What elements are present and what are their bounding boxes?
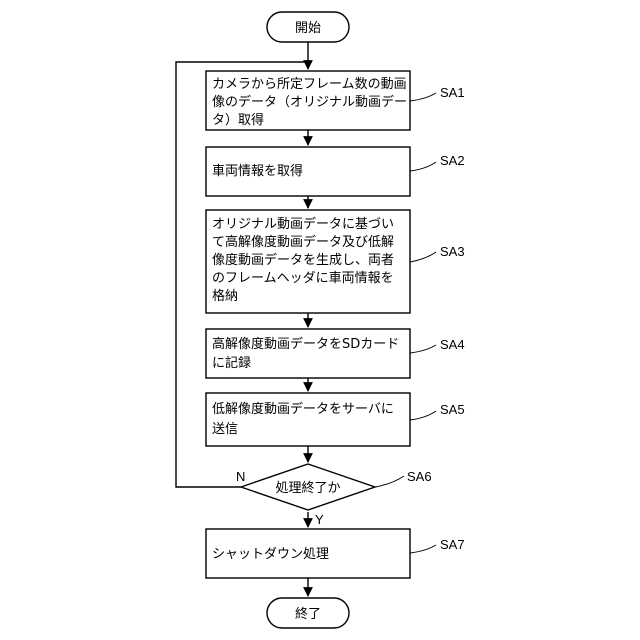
step-sa7-line-1: シャットダウン処理 [212,547,329,562]
start-label: 開始 [295,21,321,36]
step-sa1-line-2: 像のデータ（オリジナル動画デー [212,94,407,110]
step-sa2-tag: SA2 [440,153,465,168]
step-sa1-tag: SA1 [440,85,465,100]
start-terminal: 開始 [267,12,349,42]
step-sa5-leader [410,411,436,420]
step-sa2: 車両情報を取得 SA2 [206,147,465,196]
step-sa5-box [206,393,410,446]
step-sa7-leader [410,545,436,553]
step-sa3-line-3: 像度動画データを生成し、両者 [212,252,394,268]
end-terminal: 終了 [267,598,349,628]
step-sa3-line-4: のフレームヘッダに車両情報を [212,271,394,286]
step-sa3-tag: SA3 [440,244,465,259]
step-sa5: 低解像度動画データをサーバに 送信 SA5 [206,393,465,446]
end-label: 終了 [295,606,321,622]
step-sa7-tag: SA7 [440,537,465,552]
step-sa7: シャットダウン処理 SA7 [206,529,465,578]
step-sa3-line-1: オリジナル動画データに基づい [212,216,394,232]
step-sa4-leader [410,345,436,353]
decision-yes-label: Y [315,512,324,527]
decision-no-label: N [236,469,245,484]
step-sa5-tag: SA5 [440,402,465,417]
step-sa2-leader [410,162,436,171]
step-sa1-line-3: タ）取得 [212,112,264,128]
decision-sa6-label: 処理終了か [275,480,340,496]
step-sa3-leader [410,252,436,262]
decision-sa6-leader [375,476,404,487]
step-sa2-line-1: 車両情報を取得 [212,163,303,179]
step-sa1: カメラから所定フレーム数の動画 像のデータ（オリジナル動画デー タ）取得 SA1 [206,71,465,130]
step-sa3-line-5: 格納 [212,288,238,304]
step-sa4: 高解像度動画データをSDカード に記録 SA4 [206,329,465,378]
step-sa1-line-1: カメラから所定フレーム数の動画 [212,77,407,92]
step-sa4-tag: SA4 [440,337,465,352]
decision-sa6-tag: SA6 [407,469,432,484]
step-sa5-line-2: 送信 [212,422,238,437]
decision-sa6: 処理終了か SA6 N Y [236,464,432,527]
step-sa4-line-1: 高解像度動画データをSDカード [212,336,399,352]
step-sa3: オリジナル動画データに基づい て高解像度動画データ及び低解 像度動画データを生成… [206,210,465,313]
step-sa1-leader [410,93,436,101]
step-sa4-line-2: に記録 [212,355,251,371]
step-sa5-line-1: 低解像度動画データをサーバに [212,401,394,417]
step-sa3-line-2: て高解像度動画データ及び低解 [212,234,394,250]
